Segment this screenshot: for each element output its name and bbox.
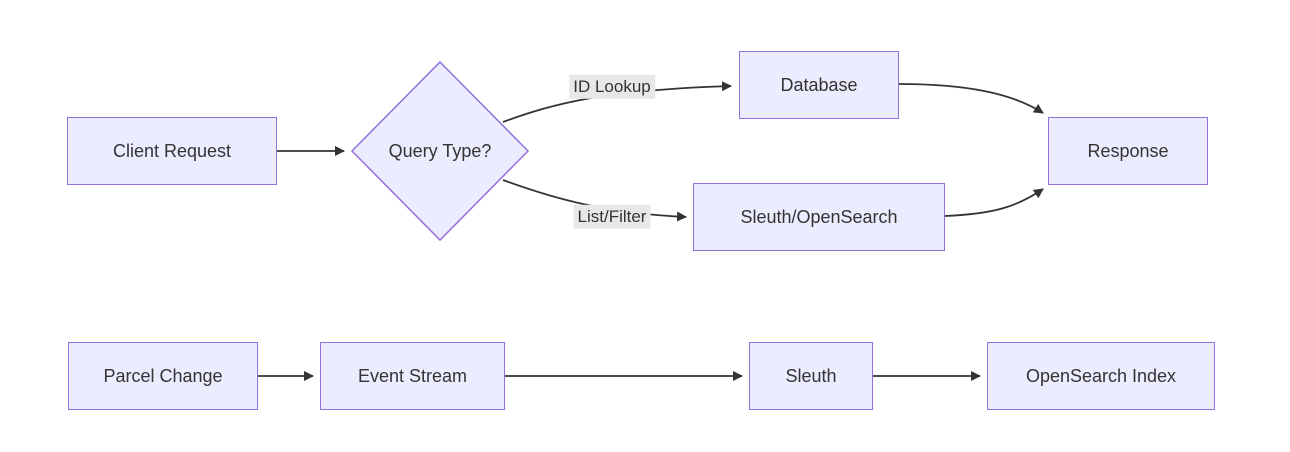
node-parcel-change-label: Parcel Change [103,365,223,386]
node-opensearch-index: OpenSearch Index [987,342,1215,410]
node-query-type-label: Query Type? [388,140,492,161]
node-sleuth-label: Sleuth [785,365,837,386]
node-opensearch-index-label: OpenSearch Index [1025,365,1177,386]
node-event-stream-label: Event Stream [357,365,468,386]
node-sleuth-opensearch-label: Sleuth/OpenSearch [740,206,898,227]
node-parcel-change: Parcel Change [68,342,258,410]
node-response: Response [1048,117,1208,185]
node-client-request-label: Client Request [112,140,232,161]
node-database-label: Database [780,74,858,95]
node-event-stream: Event Stream [320,342,505,410]
edge-label-id-lookup: ID Lookup [569,74,655,100]
edge-database-to-response [898,83,1044,114]
node-client-request: Client Request [67,117,277,185]
node-response-label: Response [1087,140,1169,161]
edge-sleuth-opensearch-to-response [944,188,1044,217]
query-type-diamond-shape [350,60,530,242]
edge-label-list-filter: List/Filter [573,204,651,230]
node-sleuth-opensearch: Sleuth/OpenSearch [693,183,945,251]
node-database: Database [739,51,899,119]
node-query-type: Query Type? [352,62,528,240]
node-sleuth: Sleuth [749,342,873,410]
edge-query-type-to-sleuth-opensearch [502,179,687,222]
